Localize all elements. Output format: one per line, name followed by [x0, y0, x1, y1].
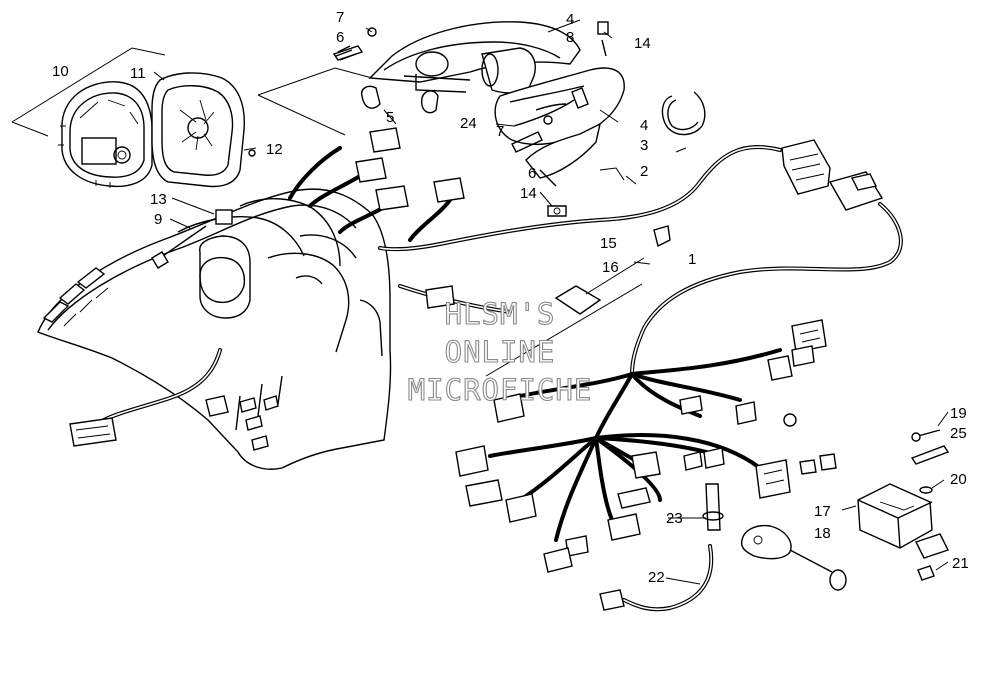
callout-12: 12: [266, 141, 283, 158]
watermark-line-1: HLSM'S: [445, 297, 556, 331]
callout-6-top: 6: [336, 29, 344, 46]
gauge-bezel: [151, 72, 257, 188]
callout-14-bottom: 14: [520, 185, 537, 202]
callout-7-mid: 7: [496, 123, 504, 140]
watermark: HLSM'S ONLINE MICROFICHE: [407, 296, 593, 407]
right-housing: [494, 67, 625, 187]
callout-17: 17: [814, 503, 831, 520]
connectors: [69, 127, 950, 611]
callout-4-right: 4: [640, 117, 648, 134]
callout-7-top: 7: [336, 9, 344, 26]
small-hardware: [151, 21, 671, 315]
callout-22: 22: [648, 569, 665, 586]
callout-23: 23: [666, 510, 683, 527]
leader-lines: [153, 19, 949, 585]
callout-21: 21: [952, 555, 969, 572]
callout-6-mid: 6: [528, 165, 536, 182]
callout-24: 24: [460, 115, 477, 132]
watermark-line-3: MICROFICHE: [408, 373, 593, 407]
upper-housing-bracket: [368, 21, 581, 94]
callout-8: 8: [566, 29, 574, 46]
harness-cables: [102, 144, 903, 612]
callout-19: 19: [950, 405, 967, 422]
callout-labels: 1 2 3 4 4 5 6 6 7 7 8 9 10 11 12 13 14 1…: [52, 9, 969, 586]
callout-4-top: 4: [566, 11, 574, 28]
callout-3: 3: [640, 137, 648, 154]
front-fascia-housing: [37, 188, 392, 470]
retaining-band: [661, 91, 706, 136]
callout-20: 20: [950, 471, 967, 488]
watermark-line-2: ONLINE: [445, 335, 556, 369]
callout-9: 9: [154, 211, 162, 228]
callout-10: 10: [52, 63, 69, 80]
cluster-bracket-lines: [11, 47, 373, 137]
callout-2: 2: [640, 163, 648, 180]
callout-16: 16: [602, 259, 619, 276]
callout-25: 25: [950, 425, 967, 442]
callout-11: 11: [130, 65, 146, 82]
speedometer-gauge: [58, 81, 153, 188]
callout-14-top: 14: [634, 35, 651, 52]
callout-1: 1: [688, 251, 696, 268]
callout-15: 15: [600, 235, 617, 252]
callout-13: 13: [150, 191, 167, 208]
callout-18: 18: [814, 525, 831, 542]
callout-5: 5: [386, 109, 394, 126]
